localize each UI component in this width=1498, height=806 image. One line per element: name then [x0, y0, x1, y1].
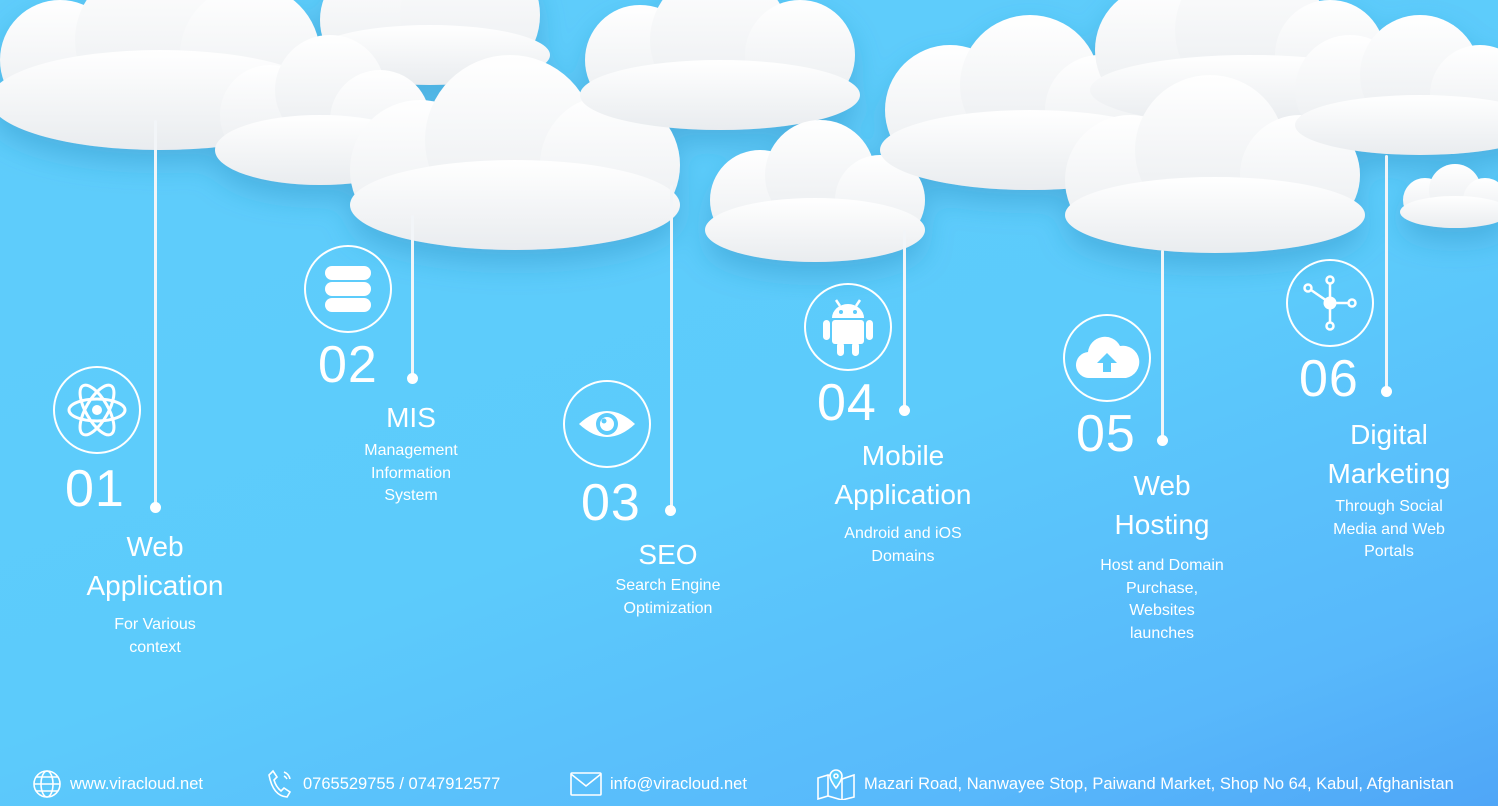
email-link[interactable]: info@viracloud.net	[610, 774, 747, 793]
cloud-banner	[0, 0, 1498, 262]
string-04	[903, 230, 906, 410]
phone-icon	[268, 769, 292, 798]
string-06	[1385, 155, 1388, 390]
service-03-sub-line: Optimization	[623, 599, 713, 617]
database-icon	[325, 266, 371, 312]
cloud-upload-icon	[1075, 336, 1140, 379]
service-03-sub-line: Search Engine	[615, 577, 721, 594]
service-02-title: MIS	[311, 398, 511, 437]
service-05-subtitle: Host and Domain Purchase, Websites launc…	[1052, 555, 1272, 645]
service-04-title-line2: Application	[834, 479, 972, 510]
service-03-icon-ring	[563, 380, 651, 468]
service-01-title-line2: Application	[86, 570, 224, 601]
address-text: Mazari Road, Nanwayee Stop, Paiwand Mark…	[864, 774, 1454, 793]
service-04-number: 04	[817, 374, 877, 432]
service-03-title-line1: SEO	[638, 539, 698, 570]
service-02-icon-ring	[304, 245, 392, 333]
globe-icon	[33, 770, 61, 798]
service-06-title-line2: Marketing	[1327, 458, 1451, 489]
service-02-title-line1: MIS	[386, 402, 436, 433]
service-05-sub-line: launches	[1129, 624, 1195, 642]
eye-icon	[579, 411, 635, 437]
service-06-subtitle: Through Social Media and Web Portals	[1279, 496, 1498, 564]
service-03-number: 03	[581, 474, 641, 532]
footer-address: Mazari Road, Nanwayee Stop, Paiwand Mark…	[816, 766, 1454, 802]
envelope-icon	[570, 772, 602, 796]
service-05-title-line1: Web	[1133, 470, 1191, 501]
string-05	[1161, 250, 1164, 440]
service-02-subtitle: Management Information System	[311, 440, 511, 508]
service-06-number: 06	[1299, 350, 1359, 408]
service-04-sub-line: Android and iOS	[844, 525, 962, 542]
network-icon	[1303, 275, 1357, 331]
service-06-title: Digital Marketing	[1279, 415, 1498, 493]
service-01-number: 01	[65, 460, 125, 518]
knob-05	[1157, 435, 1168, 446]
cloud-d	[350, 55, 680, 250]
service-04-sub-line: Domains	[871, 547, 935, 565]
cloud-k	[1400, 164, 1498, 228]
service-04-subtitle: Android and iOS Domains	[793, 523, 1013, 568]
string-03	[670, 185, 673, 510]
service-02-sub-line: System	[384, 487, 438, 504]
service-01-title-line1: Web	[126, 531, 184, 562]
service-01-subtitle: For Various context	[55, 614, 255, 659]
service-01-title: Web Application	[55, 527, 255, 605]
cloud-j	[1295, 15, 1498, 155]
string-01	[154, 120, 157, 505]
service-06-icon-ring	[1286, 259, 1374, 347]
service-06-sub-line: Through Social	[1335, 498, 1443, 515]
footer-website[interactable]: www.viracloud.net	[32, 766, 203, 802]
service-05-sub-line: Websites	[1129, 602, 1195, 619]
knob-03	[665, 505, 676, 516]
footer-phone[interactable]: 0765529755 / 0747912577	[265, 766, 500, 802]
service-03-title: SEO	[568, 535, 768, 574]
service-05-number: 05	[1076, 405, 1136, 463]
service-02-sub-line: Management	[364, 442, 458, 459]
service-04-icon-ring	[804, 283, 892, 371]
knob-01	[150, 502, 161, 513]
service-04-title: Mobile Application	[793, 436, 1013, 514]
map-icon	[817, 769, 855, 800]
cloud-e	[580, 0, 860, 130]
knob-04	[899, 405, 910, 416]
knob-02	[407, 373, 418, 384]
string-02	[411, 215, 414, 377]
service-03-subtitle: Search Engine Optimization	[568, 575, 768, 620]
service-01-icon-ring	[53, 366, 141, 454]
service-01-sub-line: For Various	[114, 616, 196, 633]
knob-06	[1381, 386, 1392, 397]
service-05-icon-ring	[1063, 314, 1151, 402]
atom-icon	[67, 383, 127, 437]
service-02-sub-line: Information	[370, 464, 452, 482]
service-05-title-line2: Hosting	[1114, 509, 1210, 540]
service-05-sub-line: Purchase,	[1125, 579, 1199, 597]
footer-email[interactable]: info@viracloud.net	[570, 766, 747, 802]
service-06-title-line1: Digital	[1350, 419, 1428, 450]
phone-numbers[interactable]: 0765529755 / 0747912577	[303, 774, 501, 793]
service-01-sub-line: context	[129, 638, 181, 656]
website-link[interactable]: www.viracloud.net	[70, 774, 203, 793]
cloud-f	[705, 120, 925, 262]
service-04-title-line1: Mobile	[861, 440, 945, 471]
service-05-title: Web Hosting	[1052, 466, 1272, 544]
service-02-number: 02	[318, 336, 378, 394]
service-06-sub-line: Portals	[1364, 543, 1414, 560]
service-06-sub-line: Media and Web	[1333, 520, 1445, 538]
service-05-sub-line: Host and Domain	[1100, 557, 1224, 574]
android-icon	[823, 299, 873, 356]
